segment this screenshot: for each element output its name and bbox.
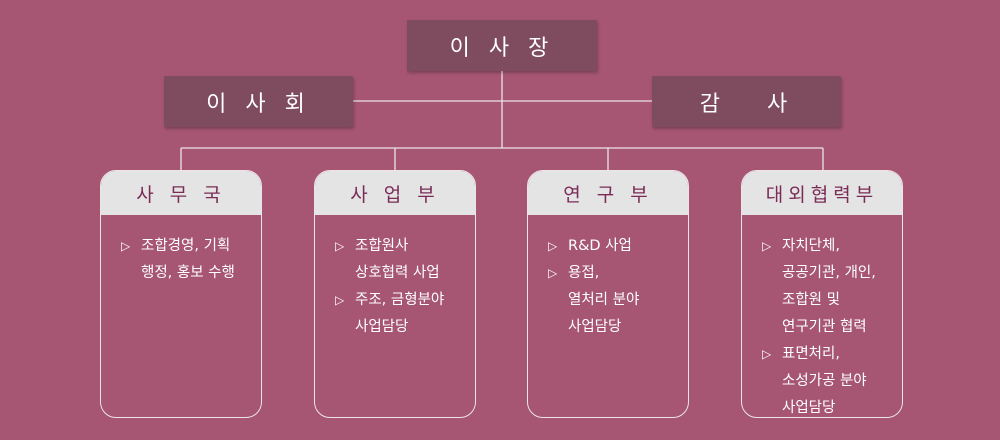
dept-header: 사 무 국 bbox=[101, 171, 261, 215]
continuation-line: 행정, 홍보 수행 bbox=[101, 260, 261, 287]
board-of-directors-box: 이 사 회 bbox=[164, 76, 353, 127]
dept-title: 연 구 부 bbox=[563, 183, 653, 206]
continuation-line: 조합원 및 bbox=[742, 287, 902, 314]
line-text: 조합원사 bbox=[355, 238, 409, 254]
dept-header: 대외협력부 bbox=[742, 171, 902, 215]
continuation-line: 소성가공 분야 bbox=[742, 368, 902, 395]
line-text: 주조, 금형분야 bbox=[355, 292, 445, 308]
triangle-right-icon: ▷ bbox=[121, 239, 131, 253]
line-text: 사업담당 bbox=[355, 319, 409, 335]
triangle-right-icon: ▷ bbox=[335, 293, 345, 307]
continuation-line: 공공기관, 개인, bbox=[742, 260, 902, 287]
line-text: 소성가공 분야 bbox=[782, 373, 867, 389]
bullet-item: ▷ 표면처리, bbox=[742, 341, 902, 368]
continuation-line: 열처리 분야 bbox=[528, 287, 688, 314]
board-label: 이 사 회 bbox=[206, 91, 311, 117]
bullet-item: ▷ 용접, bbox=[528, 260, 688, 287]
line-text: 조합경영, 기획 bbox=[141, 238, 231, 254]
continuation-line: 연구기관 협력 bbox=[742, 314, 902, 341]
line-text: 자치단체, bbox=[782, 238, 840, 254]
line-text: 용접, bbox=[568, 265, 600, 281]
auditor-box: 감 사 bbox=[652, 76, 841, 127]
triangle-right-icon: ▷ bbox=[548, 266, 558, 280]
bullet-item: ▷ 조합경영, 기획 bbox=[101, 233, 261, 260]
line-text: R&D 사업 bbox=[568, 238, 632, 254]
line-text: 표면처리, bbox=[782, 346, 840, 362]
continuation-line: 사업담당 bbox=[528, 314, 688, 341]
line-text: 상호협력 사업 bbox=[355, 265, 440, 281]
line-text: 연구기관 협력 bbox=[782, 319, 867, 335]
bullet-item: ▷ 자치단체, bbox=[742, 233, 902, 260]
line-text: 사업담당 bbox=[568, 319, 622, 335]
dept-title: 대외협력부 bbox=[765, 183, 879, 206]
bullet-item: ▷ R&D 사업 bbox=[528, 233, 688, 260]
line-text: 공공기관, 개인, bbox=[782, 265, 876, 281]
dept-header: 연 구 부 bbox=[528, 171, 688, 215]
continuation-line: 사업담당 bbox=[315, 314, 475, 341]
chairman-box: 이 사 장 bbox=[407, 20, 597, 71]
line-text: 사업담당 bbox=[782, 400, 836, 416]
dept-title: 사 업 부 bbox=[350, 183, 440, 206]
bullet-item: ▷ 조합원사 bbox=[315, 233, 475, 260]
triangle-right-icon: ▷ bbox=[548, 239, 558, 253]
bullet-item: ▷ 주조, 금형분야 bbox=[315, 287, 475, 314]
line-text: 열처리 분야 bbox=[568, 292, 640, 308]
triangle-right-icon: ▷ bbox=[335, 239, 345, 253]
dept-title: 사 무 국 bbox=[136, 183, 226, 206]
continuation-line: 사업담당 bbox=[742, 395, 902, 417]
line-text: 조합원 및 bbox=[782, 292, 840, 308]
triangle-right-icon: ▷ bbox=[762, 239, 772, 253]
auditor-label: 감 사 bbox=[699, 91, 794, 117]
dept-header: 사 업 부 bbox=[315, 171, 475, 215]
triangle-right-icon: ▷ bbox=[762, 347, 772, 361]
continuation-line: 상호협력 사업 bbox=[315, 260, 475, 287]
line-text: 행정, 홍보 수행 bbox=[141, 265, 235, 281]
chairman-label: 이 사 장 bbox=[449, 35, 555, 61]
